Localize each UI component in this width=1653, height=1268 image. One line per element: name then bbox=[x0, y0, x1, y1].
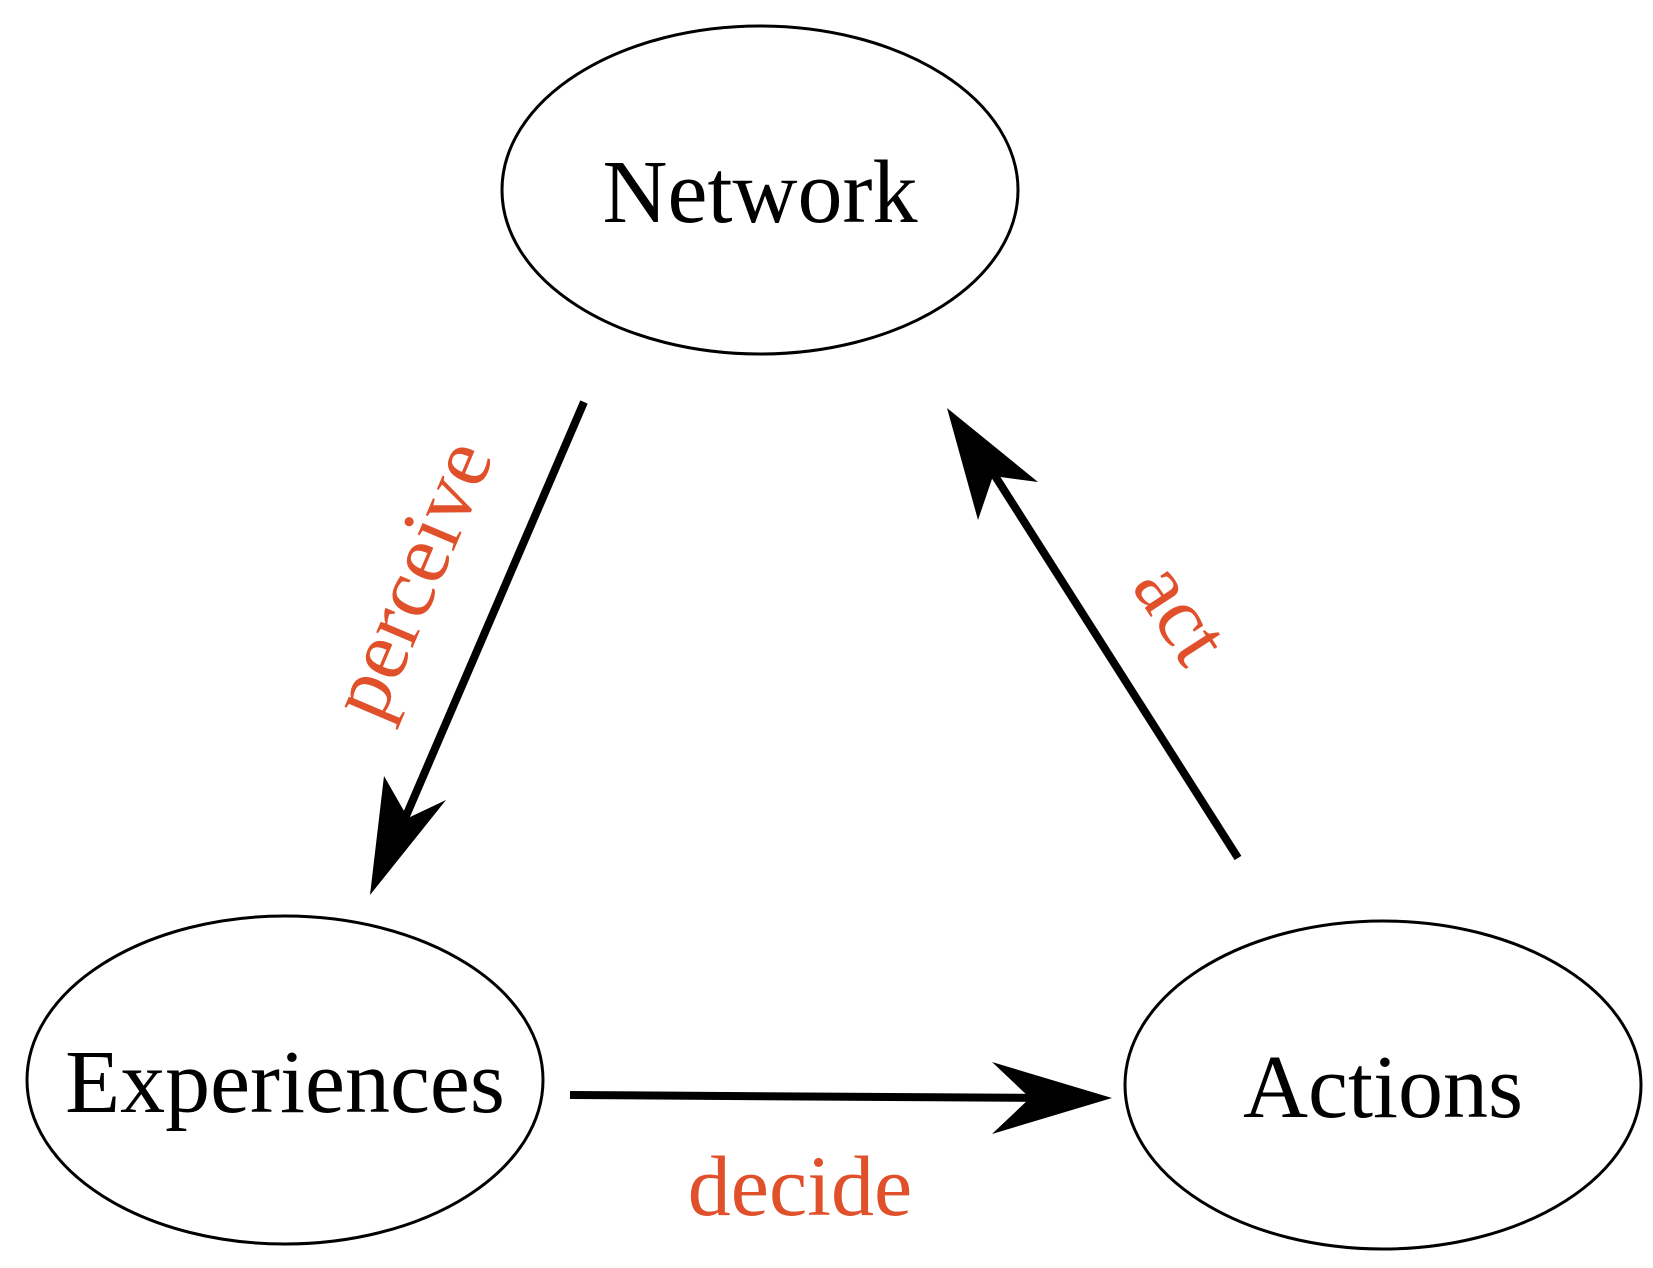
node-experiences-shape bbox=[25, 914, 545, 1246]
node-network-label: Network bbox=[603, 143, 918, 242]
edge-act-line bbox=[986, 465, 1242, 861]
node-experiences[interactable]: Experiences bbox=[25, 914, 545, 1246]
edge-decide-arrowhead bbox=[992, 1062, 1112, 1134]
node-actions-shape bbox=[1123, 919, 1643, 1251]
edge-perceive-label: perceive bbox=[309, 426, 511, 732]
node-actions[interactable]: Actions bbox=[1123, 919, 1643, 1251]
node-network-shape bbox=[500, 24, 1020, 356]
edge-decide-line bbox=[569, 1091, 1051, 1102]
edge-act: act bbox=[947, 408, 1250, 861]
edge-decide-label: decide bbox=[688, 1138, 912, 1234]
edge-perceive-line bbox=[396, 400, 588, 832]
edge-act-arrowhead bbox=[947, 408, 1038, 520]
node-network[interactable]: Network bbox=[500, 24, 1020, 356]
node-actions-label: Actions bbox=[1243, 1038, 1523, 1137]
edge-perceive-arrowhead bbox=[370, 776, 446, 895]
edge-perceive: perceive bbox=[309, 400, 588, 895]
edge-act-label: act bbox=[1115, 544, 1250, 680]
node-experiences-label: Experiences bbox=[65, 1033, 505, 1132]
edge-decide: decide bbox=[569, 1062, 1112, 1234]
